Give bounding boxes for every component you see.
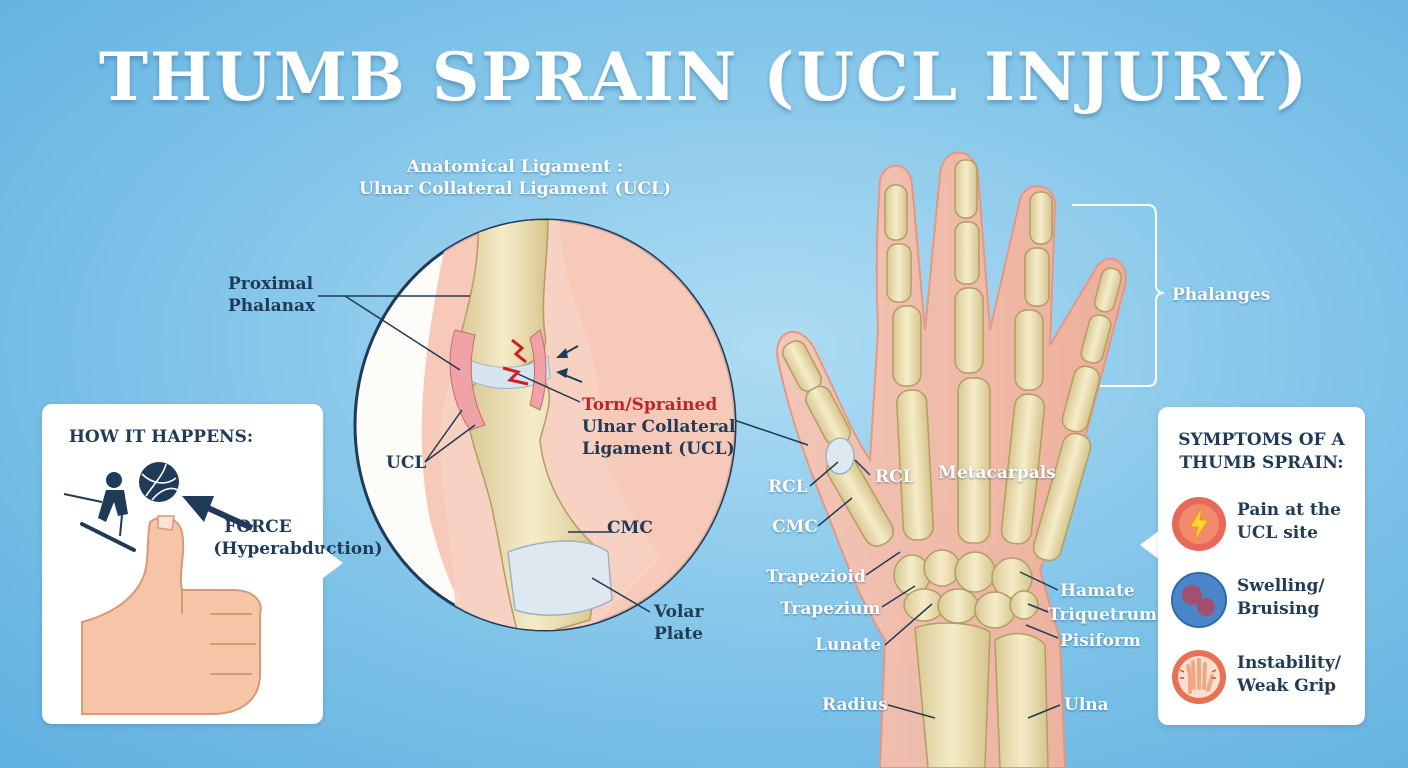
card-pointer-left <box>323 548 343 578</box>
phalanges-bracket <box>1072 204 1165 387</box>
card-pointer-right <box>1140 530 1160 560</box>
symptom-text-line2: Weak Grip <box>1237 676 1337 696</box>
label-proximal-phalanax-line2: Phalanax <box>228 296 316 316</box>
force-arrow-icon <box>182 496 254 531</box>
label-proximal-phalanax: Proximal Phalanax <box>228 273 315 317</box>
symptom-text: Pain at the UCL site <box>1237 499 1341 545</box>
label-pisiform: Pisiform <box>1060 631 1141 651</box>
skier-icon <box>63 472 136 552</box>
label-radius: Radius <box>822 695 888 715</box>
rcl-ligament <box>825 437 855 475</box>
symptoms-title-line1: SYMPTOMS OF A <box>1178 430 1345 450</box>
label-ucl-full-line1: Ulnar Collateral <box>582 417 736 437</box>
how-it-happens-title: HOW IT HAPPENS: <box>68 427 254 447</box>
label-rcl-right: RCL <box>875 467 915 487</box>
label-trapezium: Trapezium <box>780 599 881 619</box>
label-torn-sprained: Torn/Sprained <box>582 395 718 415</box>
how-it-happens-art <box>63 462 262 715</box>
symptoms-card: SYMPTOMS OF A THUMB SPRAIN: Pain at the … <box>1158 407 1365 725</box>
label-triquetrum: Triquetrum <box>1048 605 1158 625</box>
label-proximal-phalanax-line1: Proximal <box>228 274 314 294</box>
forearm-bones <box>914 622 1049 768</box>
label-ucl-full-line2: Ligament (UCL) <box>582 439 735 459</box>
symptom-text-line1: Pain at the <box>1237 500 1341 520</box>
symptom-text-line1: Swelling/ <box>1237 576 1325 596</box>
inset-heading-line1: Anatomical Ligament : <box>406 157 624 177</box>
inset-heading-line2: Ulnar Collateral Ligament (UCL) <box>359 179 671 199</box>
label-ulna: Ulna <box>1064 695 1109 715</box>
symptom-text-line2: Bruising <box>1237 599 1320 619</box>
label-cmc: CMC <box>772 517 818 537</box>
hand-leader-lines <box>809 459 1061 719</box>
symptoms-title: SYMPTOMS OF A THUMB SPRAIN: <box>1158 429 1365 475</box>
label-inset-cmc: CMC <box>607 518 653 538</box>
label-metacarpals: Metacarpals <box>938 463 1056 483</box>
symptom-item: Swelling/ Bruising <box>1170 571 1360 631</box>
shaky-hand-icon <box>1172 650 1226 704</box>
label-volar-plate: Volar Plate <box>654 601 703 645</box>
inset-heading: Anatomical Ligament : Ulnar Collateral L… <box>330 156 700 200</box>
label-volar-line2: Plate <box>654 624 703 644</box>
symptom-text: Instability/ Weak Grip <box>1237 652 1341 698</box>
finger-bones <box>781 159 1123 562</box>
symptom-text-line1: Instability/ <box>1237 653 1341 673</box>
bruise-icon <box>1171 572 1227 628</box>
carpal-bones <box>893 549 1039 629</box>
symptom-text: Swelling/ Bruising <box>1237 575 1325 621</box>
thumbs-up-hand-icon <box>81 515 262 715</box>
symptom-text-line2: UCL site <box>1237 523 1318 543</box>
force-label: FORCE (Hyperabduction) <box>208 516 388 560</box>
label-ucl: UCL <box>386 453 427 473</box>
symptom-item: Instability/ Weak Grip <box>1170 648 1360 708</box>
ball-icon <box>139 462 179 502</box>
page-title: THUMB SPRAIN (UCL INJURY) <box>98 38 1310 116</box>
label-rcl-left: RCL <box>768 477 808 497</box>
ucl-inset <box>318 218 737 632</box>
how-it-happens-card: HOW IT HAPPENS: FORCE (Hyperabduction) <box>42 404 383 724</box>
force-label-line2: (Hyperabduction) <box>213 539 383 559</box>
label-hamate: Hamate <box>1060 581 1135 601</box>
label-volar-line1: Volar <box>654 602 704 622</box>
force-label-line1: FORCE <box>224 517 292 537</box>
label-torn-ucl: Torn/Sprained Ulnar Collateral Ligament … <box>582 394 735 460</box>
lightning-icon <box>1172 497 1226 551</box>
label-trapezioid: Trapezioid <box>766 567 866 587</box>
label-lunate: Lunate <box>815 635 882 655</box>
symptom-item: Pain at the UCL site <box>1170 495 1360 555</box>
label-phalanges: Phalanges <box>1172 285 1271 305</box>
symptoms-title-line2: THUMB SPRAIN: <box>1179 453 1344 473</box>
